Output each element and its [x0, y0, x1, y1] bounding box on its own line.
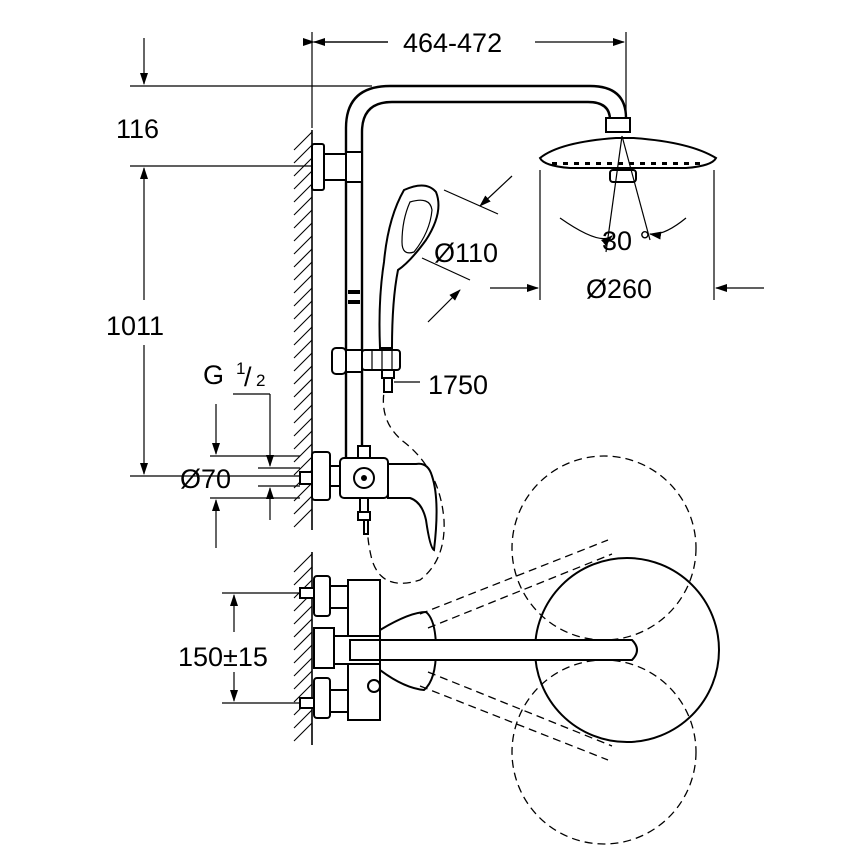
- hand-shower-diameter-dimension: Ø110: [421, 175, 513, 323]
- nozzle: [629, 162, 634, 165]
- hatch-line: [293, 553, 313, 573]
- hatch-line: [293, 709, 313, 729]
- hatch-line: [293, 378, 313, 398]
- hatch-line: [293, 365, 313, 385]
- hatch-line: [293, 287, 313, 307]
- hand-shower-diameter-label: Ø110: [434, 238, 498, 268]
- shower-holder: [331, 347, 401, 393]
- lever-range-dashed: [419, 455, 697, 845]
- hose-length-label: 1750: [428, 370, 488, 400]
- hatch-line: [293, 352, 313, 372]
- nozzle: [684, 162, 689, 165]
- hatch-line: [293, 566, 313, 586]
- nozzle: [651, 162, 656, 165]
- tilt-angle-dimension: 30 °: [559, 135, 687, 256]
- thread-letter: G: [203, 360, 224, 390]
- hand-shower: [366, 184, 445, 584]
- hose-length-dimension: 1750: [394, 370, 488, 400]
- hatch-line: [293, 618, 313, 638]
- nozzle: [596, 162, 601, 165]
- lower-mixer: [299, 557, 720, 743]
- hatch-line: [293, 430, 313, 450]
- tilt-angle-label: 30 °: [602, 226, 650, 256]
- hatch-line: [293, 443, 313, 463]
- inlet-spacing-dimension: 150±15: [178, 592, 302, 704]
- hatch-line: [293, 722, 313, 742]
- hatch-line: [293, 274, 313, 294]
- hatch-line: [293, 326, 313, 346]
- hatch-line: [293, 183, 313, 203]
- inlet-spacing-label: 150±15: [178, 642, 268, 672]
- nozzle: [640, 162, 645, 165]
- nozzle: [585, 162, 590, 165]
- hatch-line: [293, 209, 313, 229]
- nozzle: [673, 162, 678, 165]
- hatch-line: [293, 261, 313, 281]
- hatch-line: [293, 391, 313, 411]
- hatch-line: [293, 196, 313, 216]
- hatch-line: [293, 313, 313, 333]
- hatch-line: [293, 131, 313, 151]
- head-diameter-label: Ø260: [586, 274, 652, 304]
- hatch-line: [293, 300, 313, 320]
- thread-numerator: 1: [236, 359, 245, 378]
- top-width-label: 464-472: [403, 28, 502, 58]
- nozzle: [574, 162, 579, 165]
- hatch-line: [293, 495, 313, 515]
- nozzle: [552, 162, 557, 165]
- hatch-line: [293, 657, 313, 677]
- nozzle: [618, 162, 623, 165]
- top-offset-dimension: 116: [116, 38, 372, 144]
- nozzle: [695, 162, 700, 165]
- hatch-line: [293, 456, 313, 476]
- height-dimension: 1011: [106, 165, 318, 477]
- hatch-line: [293, 235, 313, 255]
- hatch-line: [293, 248, 313, 268]
- riser-pipe: [311, 84, 631, 462]
- top-offset-label: 116: [116, 114, 159, 144]
- wall-hatching-upper: [293, 130, 313, 530]
- hatch-line: [293, 508, 313, 528]
- height-label: 1011: [106, 311, 164, 341]
- pipe-diameter-label: Ø70: [180, 464, 231, 494]
- hatch-line: [293, 404, 313, 424]
- hatch-line: [293, 644, 313, 664]
- hatch-line: [293, 631, 313, 651]
- thread-dimension: G 1 / 2: [203, 359, 300, 520]
- hatch-line: [293, 670, 313, 690]
- hatch-line: [293, 157, 313, 177]
- nozzle: [607, 162, 612, 165]
- pipe-diameter-dimension: Ø70: [180, 404, 300, 548]
- top-width-dimension: 464-472: [303, 28, 627, 128]
- hatch-line: [293, 683, 313, 703]
- hatch-line: [293, 417, 313, 437]
- hatch-line: [293, 222, 313, 242]
- thread-denominator: 2: [256, 371, 265, 390]
- hatch-line: [293, 339, 313, 359]
- upper-mixer: [299, 445, 438, 552]
- hatch-line: [293, 170, 313, 190]
- nozzle: [563, 162, 568, 165]
- wall-hatching-lower: [293, 552, 313, 745]
- hatch-line: [293, 605, 313, 625]
- thread-slash: /: [244, 362, 252, 392]
- nozzle: [662, 162, 667, 165]
- head-diameter-dimension: Ø260: [490, 170, 764, 304]
- hatch-line: [293, 144, 313, 164]
